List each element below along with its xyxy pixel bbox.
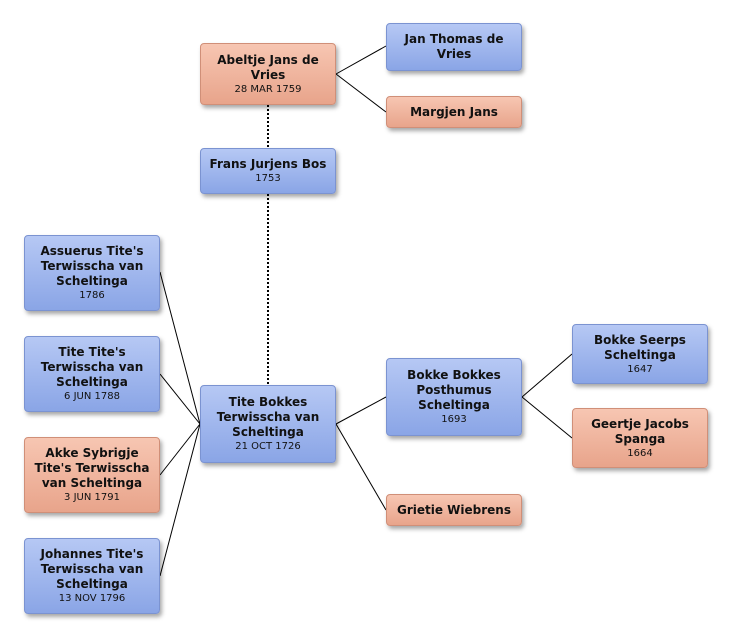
- connector-line: [335, 423, 387, 511]
- person-name: Assuerus Tite's Terwisscha van Schelting…: [40, 244, 144, 288]
- person-date: 21 OCT 1726: [235, 441, 301, 452]
- person-card-tite-tite[interactable]: Tite Tite's Terwisscha van Scheltinga 6 …: [24, 336, 160, 412]
- person-date: 3 JUN 1791: [64, 492, 120, 503]
- person-name: Bokke Seerps Scheltinga: [594, 332, 686, 362]
- person-card-jan-thomas[interactable]: Jan Thomas de Vries: [386, 23, 522, 71]
- person-name: Akke Sybrigje Tite's Terwisscha van Sche…: [34, 446, 150, 490]
- connector-line: [335, 73, 387, 113]
- person-date: 28 MAR 1759: [234, 83, 302, 95]
- person-name: Grietie Wiebrens: [396, 502, 511, 517]
- person-name: Tite Tite's Terwisscha van Scheltinga: [40, 345, 144, 389]
- person-name: Abeltje Jans de Vries: [217, 52, 319, 82]
- person-card-grietie[interactable]: Grietie Wiebrens: [386, 494, 522, 526]
- person-date: 13 NOV 1796: [58, 593, 126, 604]
- person-name: Johannes Tite's Terwisscha van Schelting…: [40, 547, 144, 591]
- person-card-bokke-seerps[interactable]: Bokke Seerps Scheltinga 1647: [572, 324, 708, 384]
- person-date: 1753: [255, 173, 281, 184]
- person-card-abeltje[interactable]: Abeltje Jans de Vries 28 MAR 1759: [200, 43, 336, 105]
- person-date: 1786: [79, 290, 105, 301]
- person-card-johannes[interactable]: Johannes Tite's Terwisscha van Schelting…: [24, 538, 160, 614]
- person-date: 6 JUN 1788: [64, 391, 120, 402]
- person-card-frans[interactable]: Frans Jurjens Bos 1753: [200, 148, 336, 194]
- person-date: 1647: [627, 363, 653, 375]
- connector-line: [521, 353, 573, 398]
- person-name: Bokke Bokkes Posthumus Scheltinga: [407, 368, 501, 412]
- person-card-tite-bokkes[interactable]: Tite Bokkes Terwisscha van Scheltinga 21…: [200, 385, 336, 463]
- person-name: Frans Jurjens Bos: [209, 157, 327, 171]
- person-card-akke[interactable]: Akke Sybrigje Tite's Terwisscha van Sche…: [24, 437, 160, 513]
- person-name: Jan Thomas de Vries: [404, 32, 504, 61]
- person-name: Tite Bokkes Terwisscha van Scheltinga: [216, 395, 320, 439]
- person-card-margjen[interactable]: Margjen Jans: [386, 96, 522, 128]
- person-card-bokke-bokkes[interactable]: Bokke Bokkes Posthumus Scheltinga 1693: [386, 358, 522, 436]
- person-date: 1664: [627, 447, 653, 459]
- person-name: Geertje Jacobs Spanga: [591, 416, 689, 446]
- person-date: 1693: [441, 414, 467, 425]
- connector-line: [335, 396, 387, 425]
- person-name: Margjen Jans: [410, 104, 498, 119]
- person-card-assuerus[interactable]: Assuerus Tite's Terwisscha van Schelting…: [24, 235, 160, 311]
- connector-line: [335, 45, 387, 75]
- person-card-geertje[interactable]: Geertje Jacobs Spanga 1664: [572, 408, 708, 468]
- connector-line: [159, 423, 201, 577]
- connector-line: [521, 396, 573, 439]
- connector-line: [159, 373, 201, 425]
- connector-line: [159, 271, 201, 425]
- connector-line: [159, 423, 201, 476]
